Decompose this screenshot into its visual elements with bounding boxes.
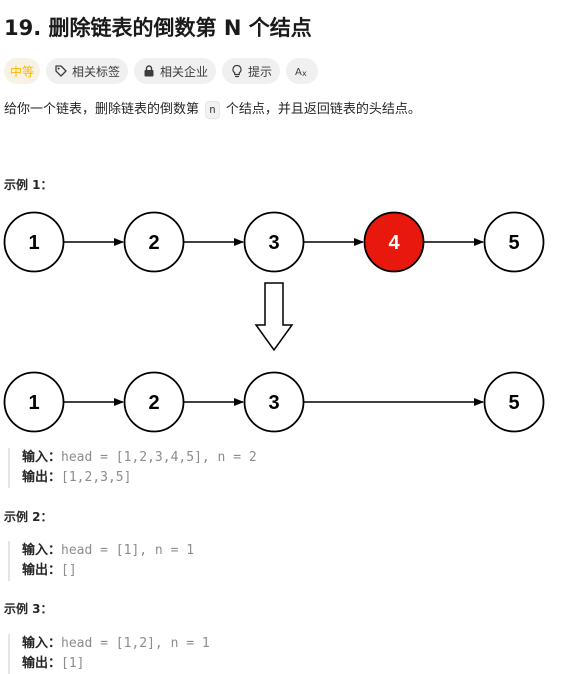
example-input: head = [1], n = 1 [61,543,195,558]
input-label: 输入： [22,543,62,558]
example-3-title: 示例 3： [4,602,53,616]
related-companies-button[interactable]: 相关企业 [134,58,217,84]
list-node: 2 [123,371,185,433]
example-1-title: 示例 1： [4,178,53,192]
example-output: [1,2,3,5] [61,470,132,485]
svg-text:A: A [295,67,302,78]
after-list: 1 2 3 5 [3,371,545,433]
down-arrow-icon [254,282,294,352]
example-1-block: 输入：head = [1,2,3,4,5], n = 2 输出：[1,2,3,5… [8,448,257,488]
input-label: 输入： [22,450,62,465]
example-2-title: 示例 2： [4,510,53,524]
problem-description: 给你一个链表，删除链表的倒数第 n 个结点，并且返回链表的头结点。 [4,101,421,119]
svg-text:1: 1 [28,232,39,254]
difficulty-badge: 中等 [4,58,41,84]
svg-text:5: 5 [508,232,519,254]
related-companies-label: 相关企业 [160,64,209,79]
example-output: [] [61,563,77,578]
hint-button[interactable]: 提示 [222,58,281,84]
related-tags-button[interactable]: 相关标签 [46,58,129,84]
svg-text:1: 1 [28,392,39,414]
output-label: 输出： [22,563,62,578]
list-node: 2 [123,211,185,273]
list-node: 5 [483,211,545,273]
before-list: 1 2 3 4 5 [3,211,545,273]
lightbulb-icon [230,64,244,78]
svg-text:2: 2 [148,392,159,414]
list-node: 1 [3,211,65,273]
example-input: head = [1,2,3,4,5], n = 2 [61,450,257,465]
example-3-block: 输入：head = [1,2], n = 1 输出：[1] [8,634,210,674]
example-2-block: 输入：head = [1], n = 1 输出：[] [8,541,194,581]
svg-text:5: 5 [508,392,519,414]
problem-title: 19. 删除链表的倒数第 N 个结点 [4,16,312,40]
svg-text:2: 2 [148,232,159,254]
svg-text:3: 3 [268,392,279,414]
svg-text:x: x [302,69,307,78]
example-output: [1] [61,656,85,671]
list-node: 3 [243,371,305,433]
inline-code-n: n [205,101,220,119]
tag-icon [54,64,68,78]
input-label: 输入： [22,636,62,651]
output-label: 输出： [22,656,62,671]
output-label: 输出： [22,470,62,485]
hint-label: 提示 [248,64,273,79]
svg-text:3: 3 [268,232,279,254]
list-node: 3 [243,211,305,273]
example-input: head = [1,2], n = 1 [61,636,210,651]
list-node: 5 [483,371,545,433]
linked-list-diagram: 1 2 3 4 5 1 2 [3,211,545,433]
svg-text:4: 4 [388,232,400,254]
removed-list-node: 4 [363,211,425,273]
lock-icon [142,64,156,78]
related-tags-label: 相关标签 [72,64,121,79]
list-node: 1 [3,371,65,433]
